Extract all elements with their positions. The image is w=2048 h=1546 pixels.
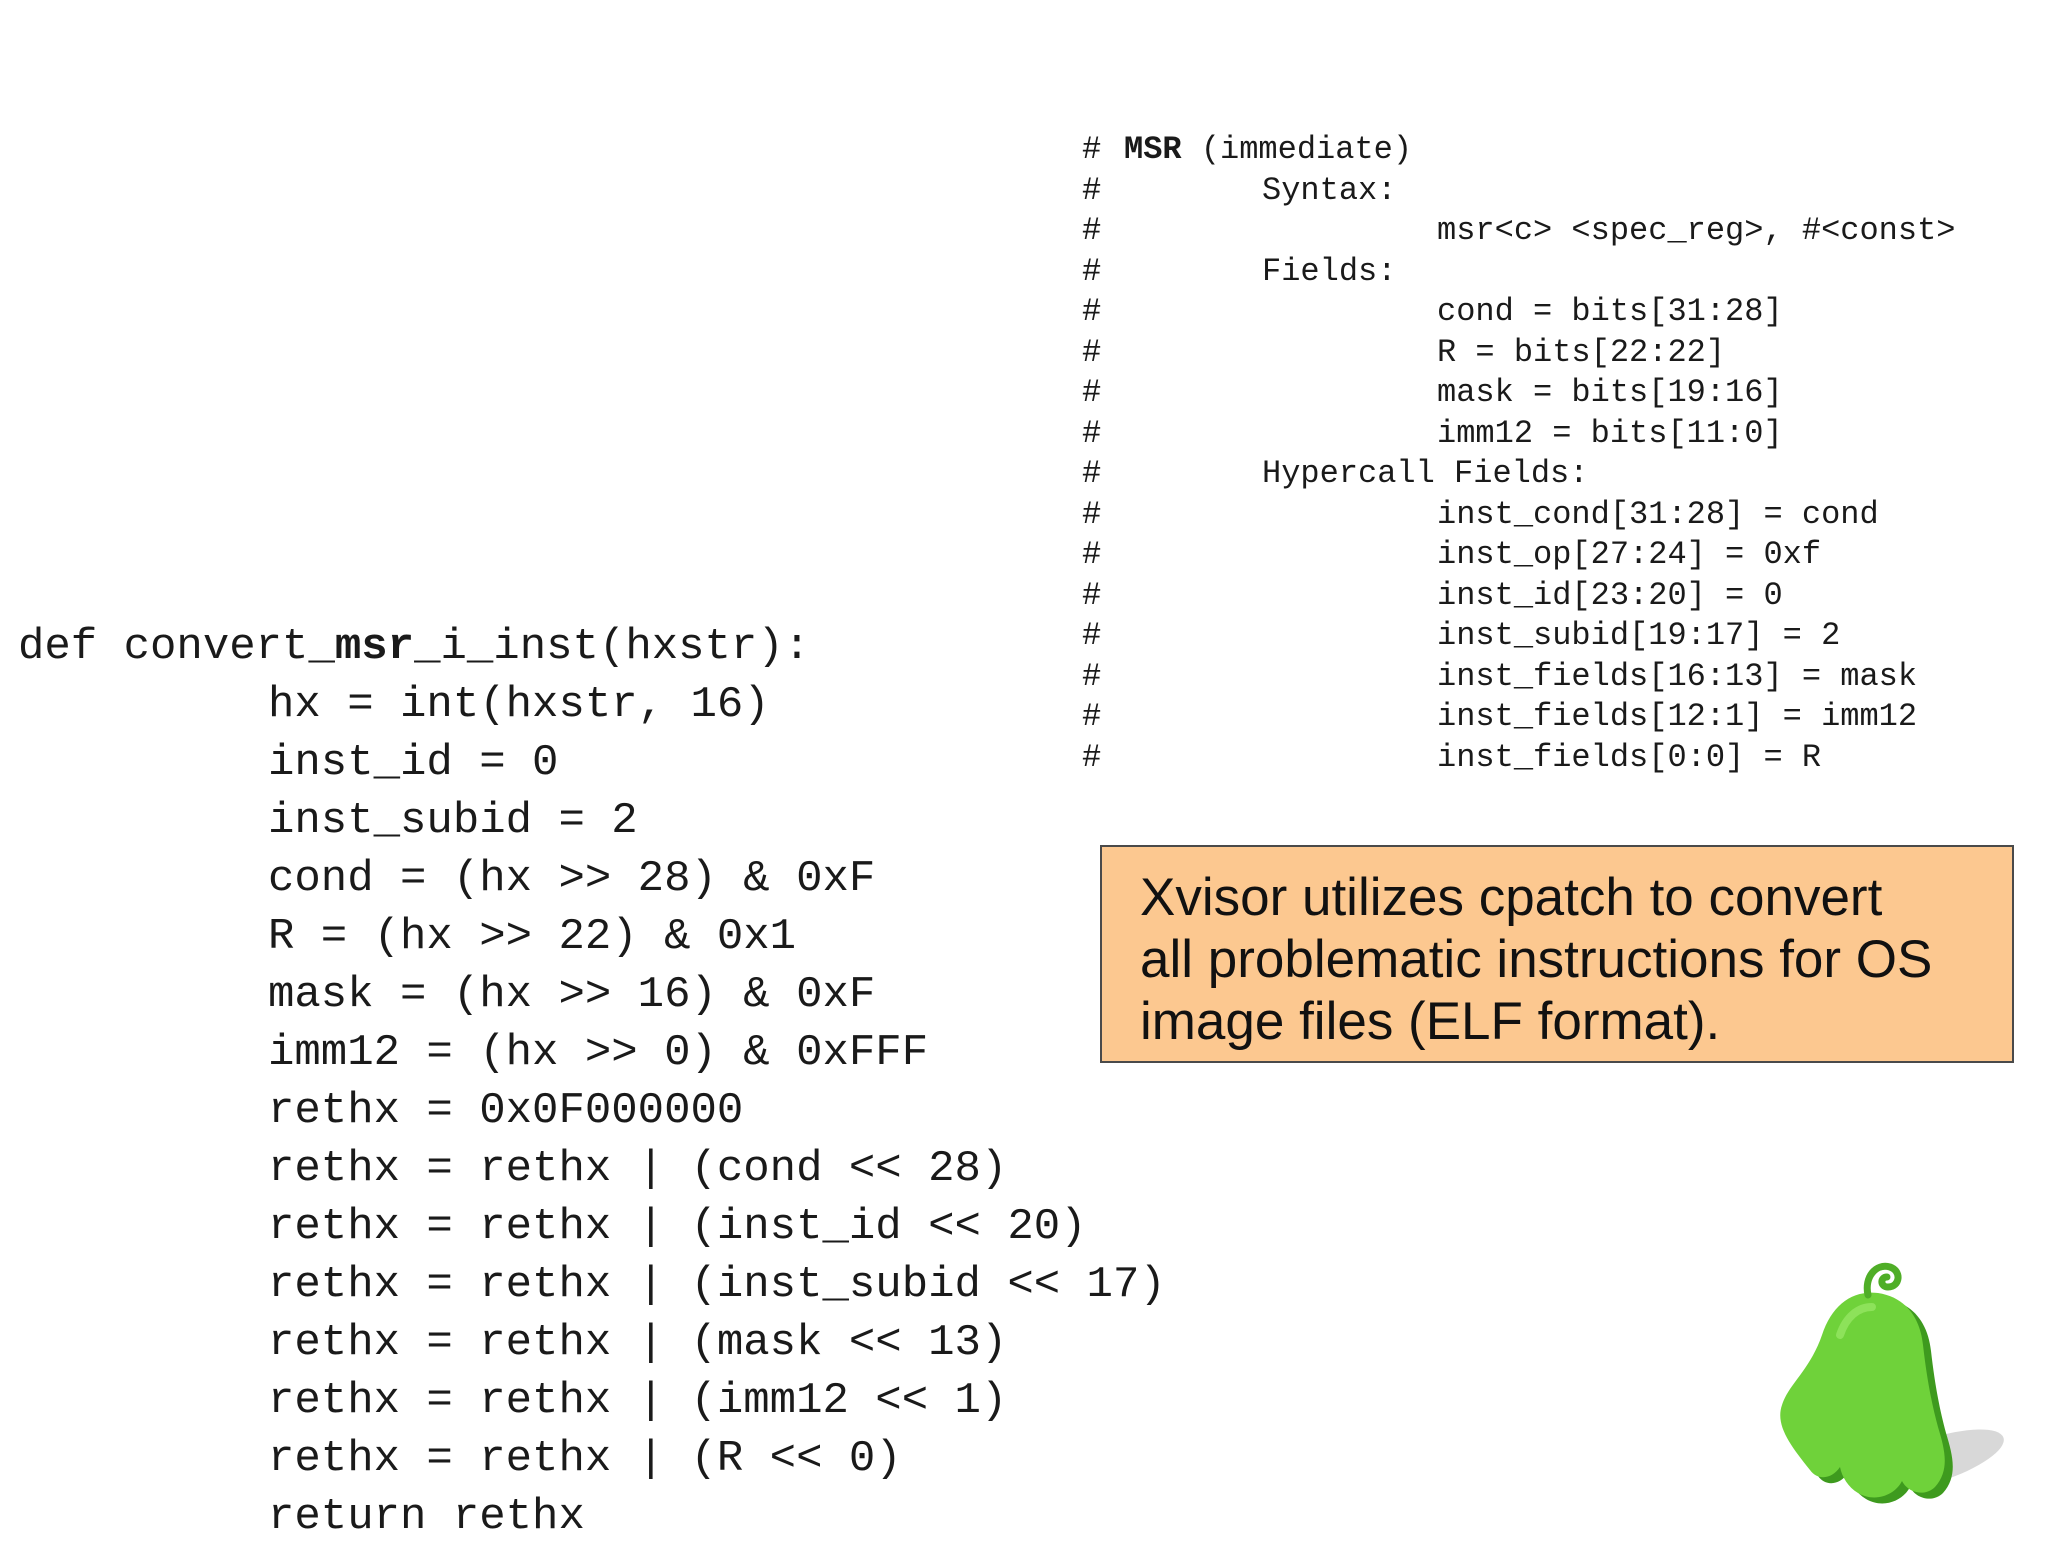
comment-line-title: # MSR (immediate) <box>1082 130 2042 171</box>
code-line: rethx = rethx | (mask << 13) <box>268 1318 1008 1368</box>
comment-line: # inst_op[27:24] = 0xf <box>1082 535 2042 576</box>
mnemonic-msr: MSR <box>1124 131 1182 168</box>
field-cond: cond = bits[31:28] <box>1437 293 1783 330</box>
hypercall-field: inst_id[23:20] = 0 <box>1437 576 1783 614</box>
comment-line: # inst_cond[31:28] = cond <box>1082 495 2042 536</box>
comment-hash: # <box>1082 131 1102 168</box>
syntax-heading: Syntax: <box>1262 171 1397 209</box>
hypercall-field: inst_op[27:24] = 0xf <box>1437 536 1822 573</box>
comment-line: # Hypercall Fields: <box>1082 454 2042 495</box>
callout-line: all problematic instructions for OS <box>1140 930 1933 989</box>
syntax-text: msr<c> <spec_reg>, #<const> <box>1437 212 1956 249</box>
python-code-block: def convert_msr_i_inst(hxstr): hx = int(… <box>18 618 1166 1546</box>
code-line: rethx = rethx | (inst_subid << 17) <box>268 1260 1166 1310</box>
instruction-comment-block: # MSR (immediate) # Syntax: # msr<c> <sp… <box>1082 130 2042 778</box>
hypercall-field: inst_fields[12:1] = imm12 <box>1437 698 1918 735</box>
code-line: rethx = rethx | (inst_id << 20) <box>268 1202 1087 1252</box>
code-line: rethx = rethx | (R << 0) <box>268 1434 902 1484</box>
fields-heading: Fields: <box>1262 252 1397 290</box>
green-ghost-mascot-icon <box>1780 1262 2004 1504</box>
hypercall-field: inst_fields[16:13] = mask <box>1437 657 1918 695</box>
hypercall-field: inst_fields[0:0] = R <box>1437 738 1822 776</box>
code-line: imm12 = (hx >> 0) & 0xFFF <box>268 1028 929 1078</box>
comment-line: # inst_fields[0:0] = R <box>1082 738 2042 779</box>
hypercall-fields-heading: Hypercall Fields: <box>1262 455 1589 492</box>
function-definition-line: def convert_msr_i_inst(hxstr): <box>18 618 1166 676</box>
field-mask: mask = bits[19:16] <box>1437 374 1783 411</box>
code-line: rethx = rethx | (cond << 28) <box>268 1144 1008 1194</box>
hypercall-field: inst_subid[19:17] = 2 <box>1437 617 1841 654</box>
field-r: R = bits[22:22] <box>1437 333 1726 371</box>
comment-line: # inst_id[23:20] = 0 <box>1082 576 2042 617</box>
code-line: R = (hx >> 22) & 0x1 <box>268 912 797 962</box>
comment-line: # Fields: <box>1082 252 2042 293</box>
code-line: cond = (hx >> 28) & 0xF <box>268 854 876 904</box>
comment-line: # mask = bits[19:16] <box>1082 373 2042 414</box>
comment-line: # cond = bits[31:28] <box>1082 292 2042 333</box>
def-suffix: _i_inst(hxstr): <box>414 622 811 672</box>
comment-line: # msr<c> <spec_reg>, #<const> <box>1082 211 2042 252</box>
comment-line: # Syntax: <box>1082 171 2042 212</box>
code-line: rethx = 0x0F000000 <box>268 1086 744 1136</box>
code-line: inst_id = 0 <box>268 738 559 788</box>
comment-line: # inst_subid[19:17] = 2 <box>1082 616 2042 657</box>
def-prefix: def convert_ <box>18 622 335 672</box>
callout-line: Xvisor utilizes cpatch to convert <box>1140 868 1883 927</box>
callout-box: Xvisor utilizes cpatch to convert all pr… <box>1100 845 2014 1063</box>
code-line: hx = int(hxstr, 16) <box>268 680 770 730</box>
return-line: return rethx <box>268 1492 585 1542</box>
code-line: mask = (hx >> 16) & 0xF <box>268 970 876 1020</box>
comment-line: # R = bits[22:22] <box>1082 333 2042 374</box>
mnemonic-variant: (immediate) <box>1181 131 1413 168</box>
comment-line: # imm12 = bits[11:0] <box>1082 414 2042 455</box>
callout-line: image files (ELF format). <box>1140 992 1721 1051</box>
def-bold-name: msr <box>334 622 415 672</box>
code-line: rethx = rethx | (imm12 << 1) <box>268 1376 1008 1426</box>
field-imm12: imm12 = bits[11:0] <box>1437 414 1783 452</box>
comment-line: # inst_fields[16:13] = mask <box>1082 657 2042 698</box>
code-line: inst_subid = 2 <box>268 796 638 846</box>
comment-line: # inst_fields[12:1] = imm12 <box>1082 697 2042 738</box>
hypercall-field: inst_cond[31:28] = cond <box>1437 495 1879 533</box>
